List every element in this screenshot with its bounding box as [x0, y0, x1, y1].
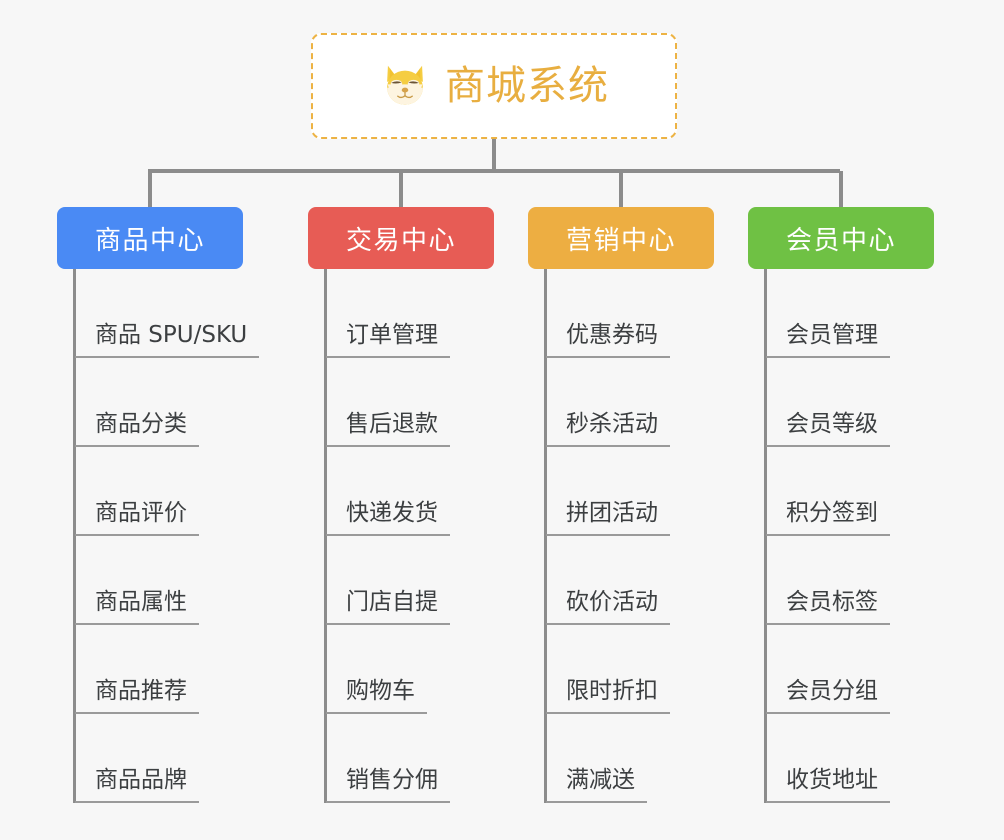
leaf-item[interactable]: 销售分佣 [326, 714, 494, 803]
branch-leaf-list: 订单管理售后退款快递发货门店自提购物车销售分佣 [308, 269, 494, 803]
connector-horizontal-bus [148, 169, 840, 173]
leaf-item[interactable]: 拼团活动 [546, 447, 714, 536]
branch-column: 营销中心优惠券码秒杀活动拼团活动砍价活动限时折扣满减送 [528, 207, 714, 803]
leaf-item-label: 满减送 [546, 767, 647, 803]
leaf-item-label: 商品 SPU/SKU [75, 322, 260, 358]
leaf-item[interactable]: 商品 SPU/SKU [75, 269, 260, 358]
branch-header[interactable]: 营销中心 [528, 207, 714, 269]
branch-header[interactable]: 会员中心 [748, 207, 934, 269]
leaf-item-label: 秒杀活动 [546, 411, 670, 447]
leaf-item[interactable]: 秒杀活动 [546, 358, 714, 447]
leaf-item[interactable]: 会员分组 [766, 625, 934, 714]
branch-leaf-list: 会员管理会员等级积分签到会员标签会员分组收货地址 [748, 269, 934, 803]
leaf-item[interactable]: 限时折扣 [546, 625, 714, 714]
branch-column: 会员中心会员管理会员等级积分签到会员标签会员分组收货地址 [748, 207, 934, 803]
shiba-dog-face-icon [387, 65, 423, 105]
leaf-item-label: 优惠券码 [546, 322, 670, 358]
leaf-item[interactable]: 砍价活动 [546, 536, 714, 625]
leaf-item-label: 限时折扣 [546, 678, 670, 714]
branch-column: 商品中心商品 SPU/SKU 商品分类商品评价商品属性商品推荐商品品牌 [57, 207, 260, 803]
leaf-item[interactable]: 会员管理 [766, 269, 934, 358]
leaf-item-label: 会员分组 [766, 678, 890, 714]
branch-leaf-list: 商品 SPU/SKU 商品分类商品评价商品属性商品推荐商品品牌 [57, 269, 260, 803]
leaf-item[interactable]: 收货地址 [766, 714, 934, 803]
connector-drop-2 [399, 171, 403, 207]
leaf-item[interactable]: 商品推荐 [75, 625, 243, 714]
leaf-item-label: 收货地址 [766, 767, 890, 803]
leaf-item[interactable]: 商品分类 [75, 358, 243, 447]
leaf-item[interactable]: 门店自提 [326, 536, 494, 625]
connector-drop-3 [619, 171, 623, 207]
leaf-item-label: 商品品牌 [75, 767, 199, 803]
leaf-item[interactable]: 满减送 [546, 714, 714, 803]
leaf-item[interactable]: 商品评价 [75, 447, 243, 536]
branch-header-label: 营销中心 [565, 225, 676, 256]
branch-leaf-list: 优惠券码秒杀活动拼团活动砍价活动限时折扣满减送 [528, 269, 714, 803]
branch-header[interactable]: 交易中心 [308, 207, 494, 269]
leaf-item-label: 门店自提 [326, 589, 450, 625]
leaf-item-label: 快递发货 [326, 500, 450, 536]
leaf-item-label: 会员标签 [766, 589, 890, 625]
leaf-item-label: 商品推荐 [75, 678, 199, 714]
branch-spine [544, 269, 547, 803]
leaf-item[interactable]: 积分签到 [766, 447, 934, 536]
leaf-item-label: 售后退款 [326, 411, 450, 447]
leaf-item-label: 订单管理 [326, 322, 450, 358]
leaf-item-label: 商品分类 [75, 411, 199, 447]
leaf-item[interactable]: 售后退款 [326, 358, 494, 447]
leaf-item[interactable]: 商品品牌 [75, 714, 243, 803]
branch-spine [324, 269, 327, 803]
root-node-shop-system[interactable]: 商城系统 [311, 33, 677, 139]
connector-drop-1 [148, 171, 152, 207]
leaf-item-label: 商品属性 [75, 589, 199, 625]
leaf-item[interactable]: 订单管理 [326, 269, 494, 358]
branch-header-label: 会员中心 [785, 225, 896, 256]
branch-header[interactable]: 商品中心 [57, 207, 243, 269]
root-title: 商城系统 [445, 63, 609, 109]
leaf-item[interactable]: 购物车 [326, 625, 494, 714]
leaf-item[interactable]: 商品属性 [75, 536, 243, 625]
leaf-item-label: 会员等级 [766, 411, 890, 447]
leaf-item[interactable]: 快递发货 [326, 447, 494, 536]
leaf-item-label: 积分签到 [766, 500, 890, 536]
leaf-item-label: 商品评价 [75, 500, 199, 536]
connector-drop-4 [839, 171, 843, 207]
leaf-item-label: 购物车 [326, 678, 427, 714]
leaf-item-label: 拼团活动 [546, 500, 670, 536]
leaf-item[interactable]: 会员等级 [766, 358, 934, 447]
branch-column: 交易中心订单管理售后退款快递发货门店自提购物车销售分佣 [308, 207, 494, 803]
leaf-item-label: 会员管理 [766, 322, 890, 358]
branch-header-label: 商品中心 [94, 225, 205, 256]
connector-root-stem [492, 139, 496, 171]
leaf-item-label: 销售分佣 [326, 767, 450, 803]
branch-header-label: 交易中心 [345, 225, 456, 256]
leaf-item[interactable]: 会员标签 [766, 536, 934, 625]
branch-spine [764, 269, 767, 803]
branch-spine [73, 269, 76, 803]
leaf-item-label: 砍价活动 [546, 589, 670, 625]
leaf-item[interactable]: 优惠券码 [546, 269, 714, 358]
